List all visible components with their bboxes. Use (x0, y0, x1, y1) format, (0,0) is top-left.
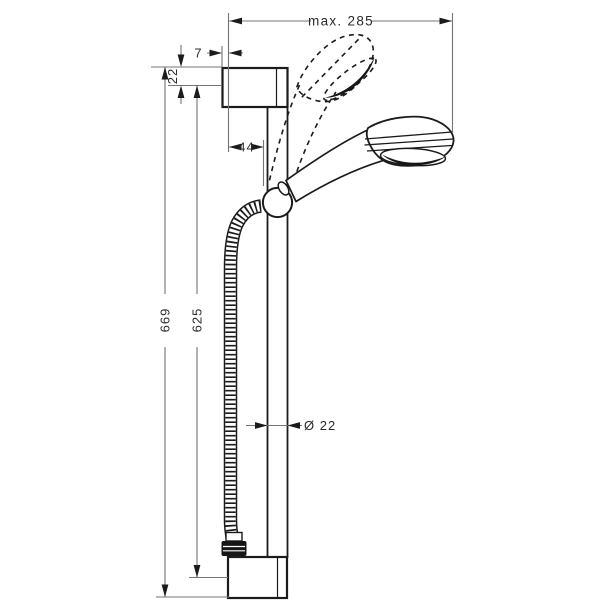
hose-collar (225, 531, 243, 542)
arrowhead-right (439, 17, 452, 25)
dimension-max-width: max. 285 (227, 13, 454, 152)
dimension-diameter-22-label: Ø 22 (304, 418, 336, 433)
wall-bracket-bottom (226, 555, 289, 600)
dimension-height-22-label: 22 (165, 68, 180, 84)
dimension-overall-669: 669 (156, 67, 229, 598)
head-stripe-line (364, 131, 453, 140)
dimension-diameter-22: Ø 22 (246, 418, 336, 433)
arrowhead-up (193, 85, 201, 98)
dimension-bar-625: 625 (189, 85, 228, 579)
dimension-bar-625-label: 625 (190, 308, 205, 333)
wall-bracket-bottom-body (226, 555, 289, 600)
handle-end-cap (277, 181, 290, 196)
arrowhead-left (229, 17, 242, 25)
dashed-head-outline (296, 33, 375, 103)
arrowhead-down (161, 584, 169, 597)
hose-nut (221, 541, 247, 556)
wall-bracket-top-body (221, 66, 289, 109)
arrowhead-up (177, 85, 185, 98)
shower-hose (221, 199, 263, 556)
slide-bar-tube (266, 106, 289, 558)
wall-bracket-top (221, 66, 289, 109)
head-stripe-line (364, 138, 454, 146)
dimension-depth-44: 44 (229, 140, 265, 186)
arrowhead-right (209, 49, 222, 57)
dashed-handle-top-line (268, 82, 302, 181)
hand-shower (277, 115, 455, 203)
dimension-depth-44-label: 44 (238, 140, 254, 155)
arrowhead-down (177, 54, 185, 67)
dimension-overall-669-label: 669 (158, 308, 173, 333)
dimension-offset-7: 7 (194, 46, 243, 67)
arrowhead-left (287, 422, 300, 429)
dimension-height-22: 22 (151, 45, 222, 104)
arrowhead-down (193, 565, 201, 578)
dashed-spray-face-rim (322, 57, 377, 102)
arrowhead-left (229, 49, 242, 57)
dimension-offset-7-label: 7 (194, 46, 202, 61)
slide-bar (266, 106, 289, 558)
hose-ribs (225, 200, 262, 538)
arrowhead-right (255, 422, 268, 429)
dashed-spray-face-crescent (324, 57, 375, 98)
spray-face-crescent (382, 154, 446, 166)
dimension-max-width-label: max. 285 (308, 14, 374, 29)
